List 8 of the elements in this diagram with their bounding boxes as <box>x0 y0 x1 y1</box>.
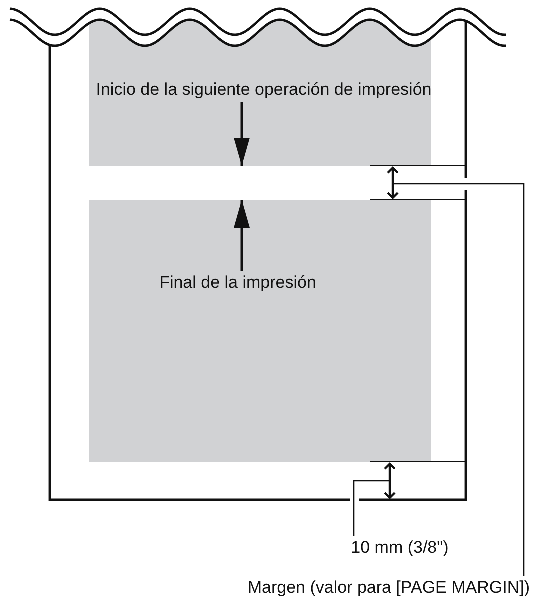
callout-label: Inicio de la siguiente operación de impresión <box>96 80 432 100</box>
leader-line <box>392 183 525 576</box>
callout-label: 10 mm (3/8") <box>351 538 449 558</box>
leader-line <box>353 480 389 536</box>
arrow <box>234 200 250 271</box>
callout-label: Margen (valor para [PAGE MARGIN]) <box>248 578 530 598</box>
arrow <box>234 102 250 166</box>
callout-label: Final de la impresión <box>160 273 316 293</box>
